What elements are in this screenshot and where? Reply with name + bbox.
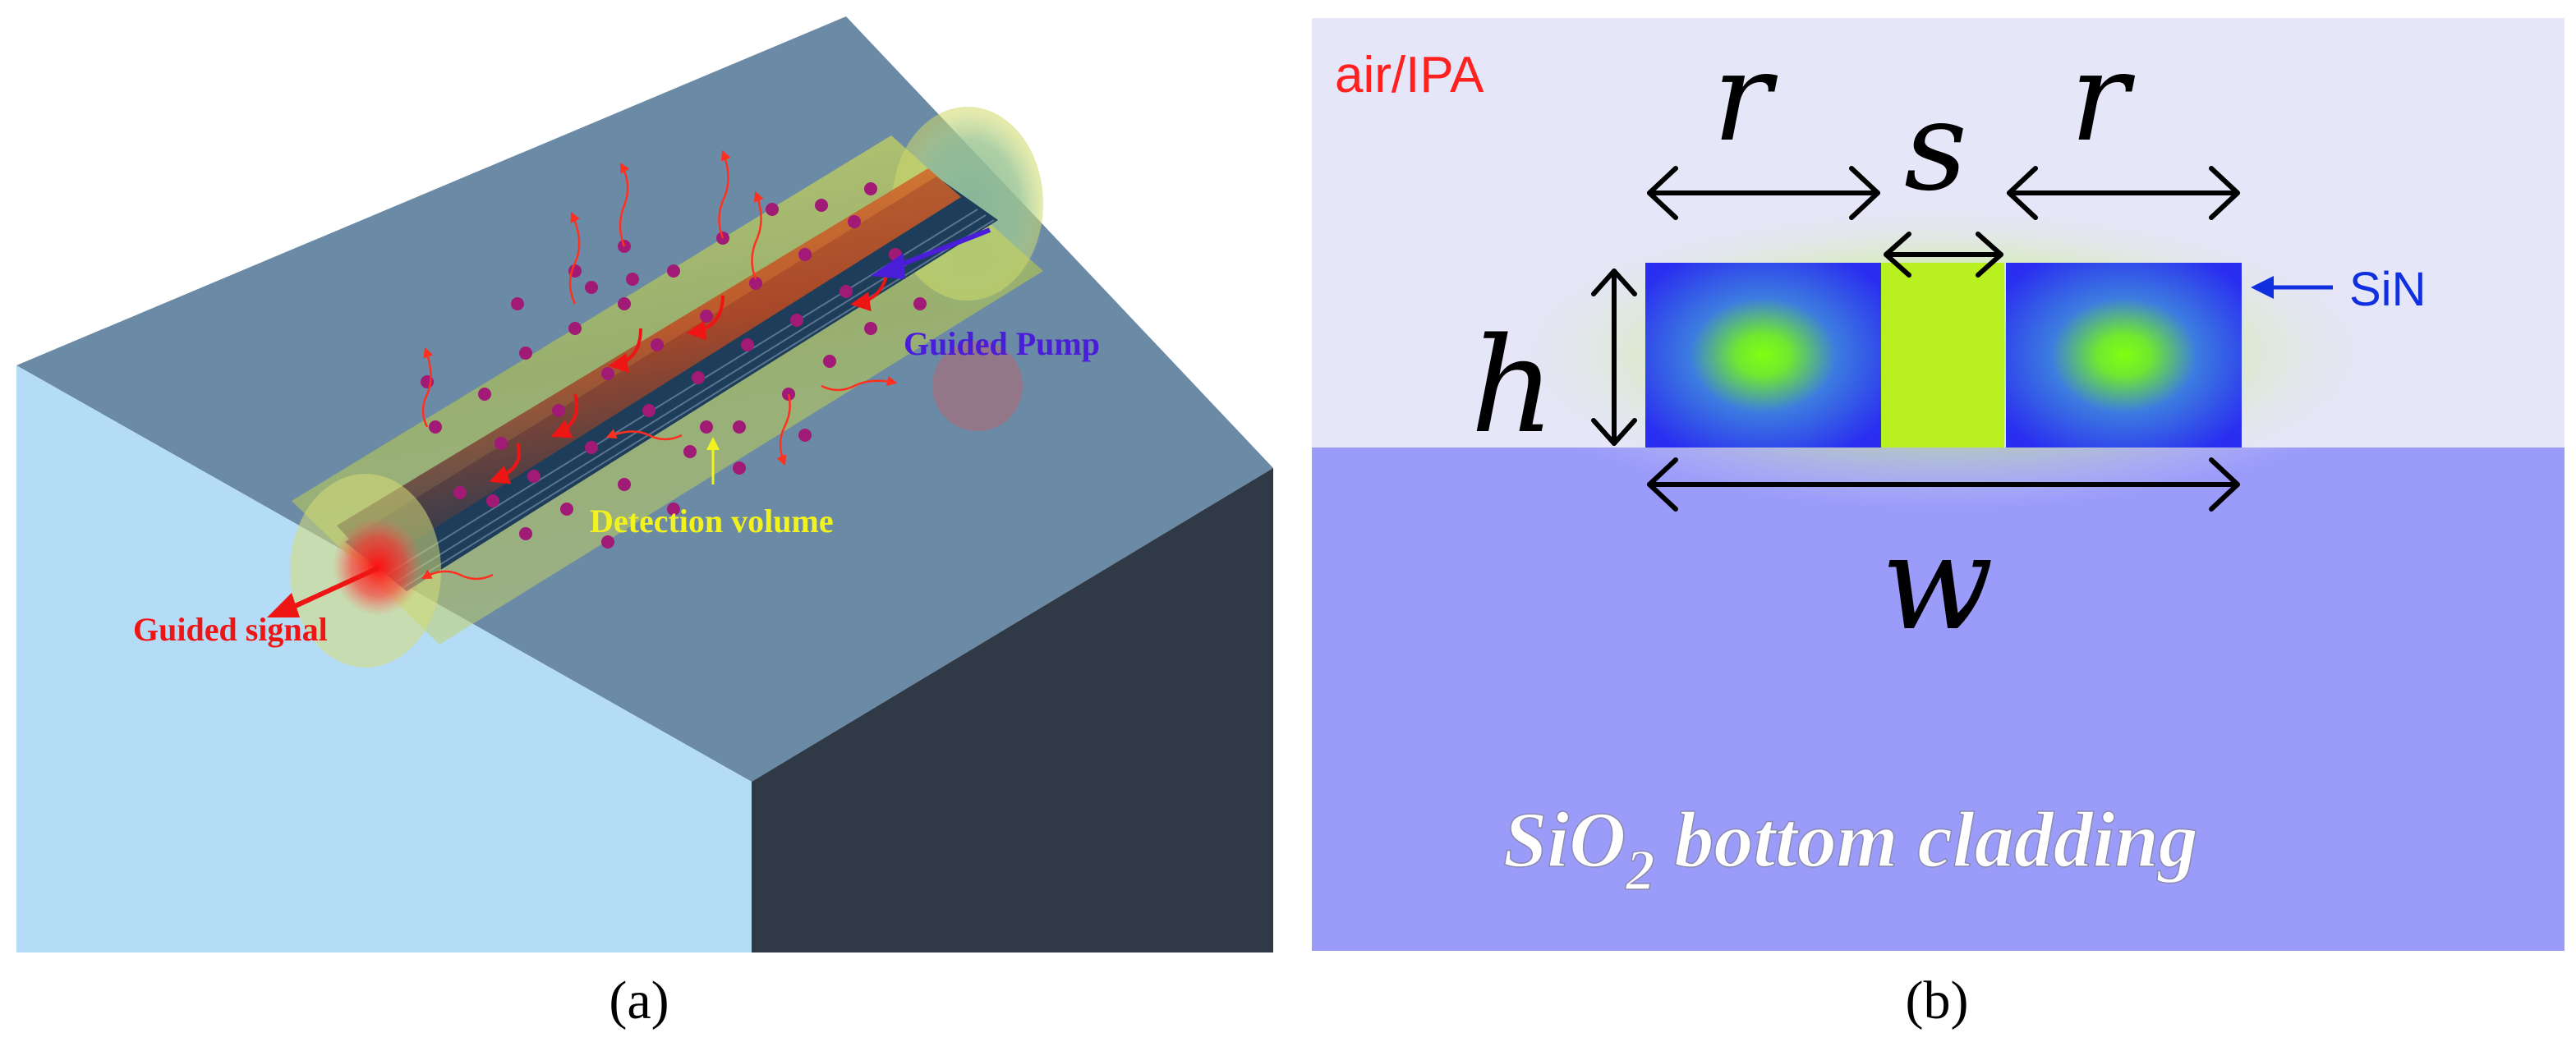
dim-r-left: r — [1713, 26, 1778, 169]
pump-arrow — [871, 227, 991, 279]
dim-s: s — [1904, 76, 1967, 218]
dim-h: h — [1470, 309, 1555, 462]
sin-block-left — [1645, 263, 1881, 448]
sin-arrow — [2251, 276, 2333, 299]
detection-volume-label: Detection volume — [590, 503, 834, 539]
dim-r-right: r — [2070, 26, 2136, 169]
signal-glow — [333, 517, 423, 616]
detection-arrow — [706, 437, 720, 484]
emission-arrows — [421, 149, 898, 581]
panel-a-label: (a) — [609, 971, 669, 1031]
pump-reflection — [932, 341, 1023, 431]
cladding-main: SiO — [1503, 796, 1626, 884]
cladding-subscript: 2 — [1625, 839, 1654, 902]
molecules — [421, 182, 927, 549]
sin-block-right — [2006, 263, 2242, 448]
sio2-region — [1312, 448, 2564, 951]
sin-label: SiN — [2349, 263, 2426, 316]
guided-signal-label: Guided signal — [133, 611, 328, 648]
air-ipa-label: air/IPA — [1335, 47, 1484, 103]
substrate-side-face — [752, 468, 1273, 952]
panel-a: Guided Pump Guided signal Detection volu… — [16, 16, 1273, 1031]
panel-b: air/IPA SiN — [1312, 18, 2564, 1031]
guided-pump-label: Guided Pump — [904, 325, 1100, 362]
dim-w: w — [1881, 506, 1994, 659]
signal-arrow — [267, 566, 380, 617]
dimension-arrows — [1591, 166, 2240, 512]
panel-b-label: (b) — [1906, 971, 1969, 1031]
cladding-label: SiO2 bottom cladding — [1503, 796, 2198, 902]
slot-region — [1881, 263, 2004, 448]
cladding-rest: bottom cladding — [1654, 796, 2197, 884]
